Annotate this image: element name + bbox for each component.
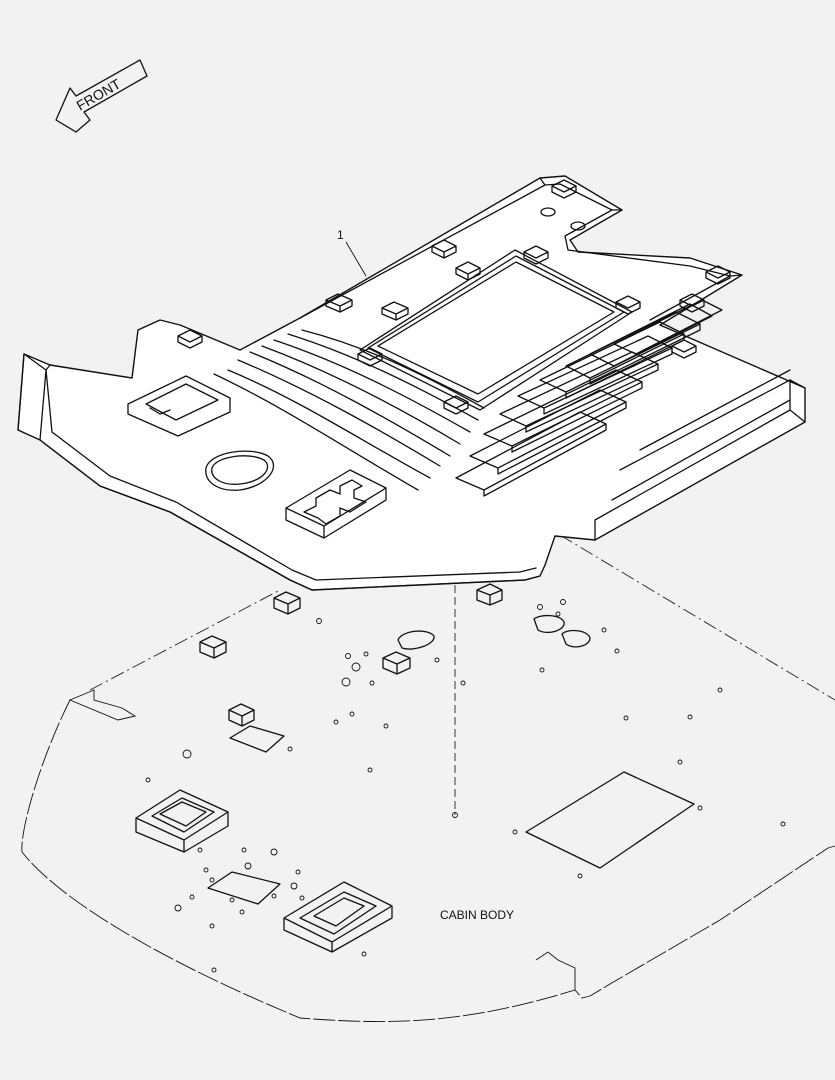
- front-arrow-icon: FRONT: [55, 59, 148, 133]
- part-1-leader-line: [345, 241, 367, 277]
- cabin-body-floor: [21, 405, 835, 1022]
- front-label: FRONT: [74, 75, 124, 113]
- floor-mat: [17, 175, 806, 591]
- part-number-label: 1: [337, 228, 344, 242]
- cabin-body-label: CABIN BODY: [440, 908, 515, 922]
